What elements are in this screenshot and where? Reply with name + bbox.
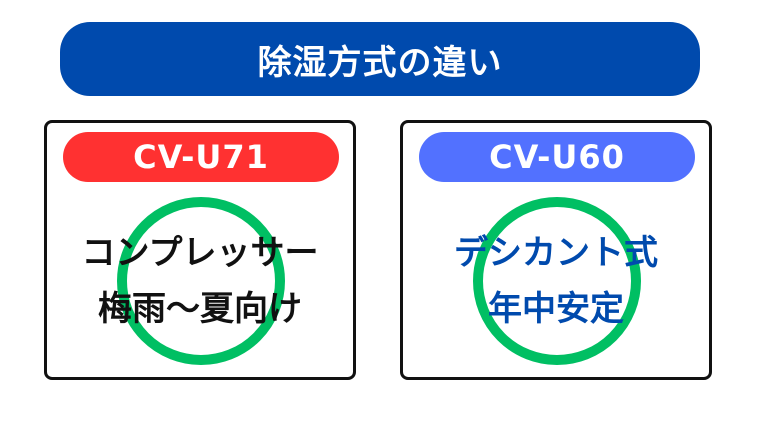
page-title: 除湿方式の違い	[60, 22, 700, 96]
model-label: CV-U60	[489, 138, 625, 176]
circle-mark-icon	[117, 197, 285, 365]
card-cv-u60: CV-U60 デシカント式 年中安定	[400, 120, 712, 380]
season-text: 梅雨〜夏向け	[98, 289, 302, 329]
model-badge: CV-U71	[63, 132, 339, 182]
season-text: 年中安定	[488, 289, 624, 329]
method-text: デシカント式	[454, 233, 658, 273]
model-badge: CV-U60	[419, 132, 695, 182]
description: コンプレッサー 梅雨〜夏向け	[47, 225, 353, 337]
title-text: 除湿方式の違い	[257, 42, 503, 83]
card-cv-u71: CV-U71 コンプレッサー 梅雨〜夏向け	[44, 120, 356, 380]
model-label: CV-U71	[133, 138, 269, 176]
description: デシカント式 年中安定	[403, 225, 709, 337]
method-text: コンプレッサー	[81, 233, 319, 273]
circle-mark-icon	[473, 197, 641, 365]
